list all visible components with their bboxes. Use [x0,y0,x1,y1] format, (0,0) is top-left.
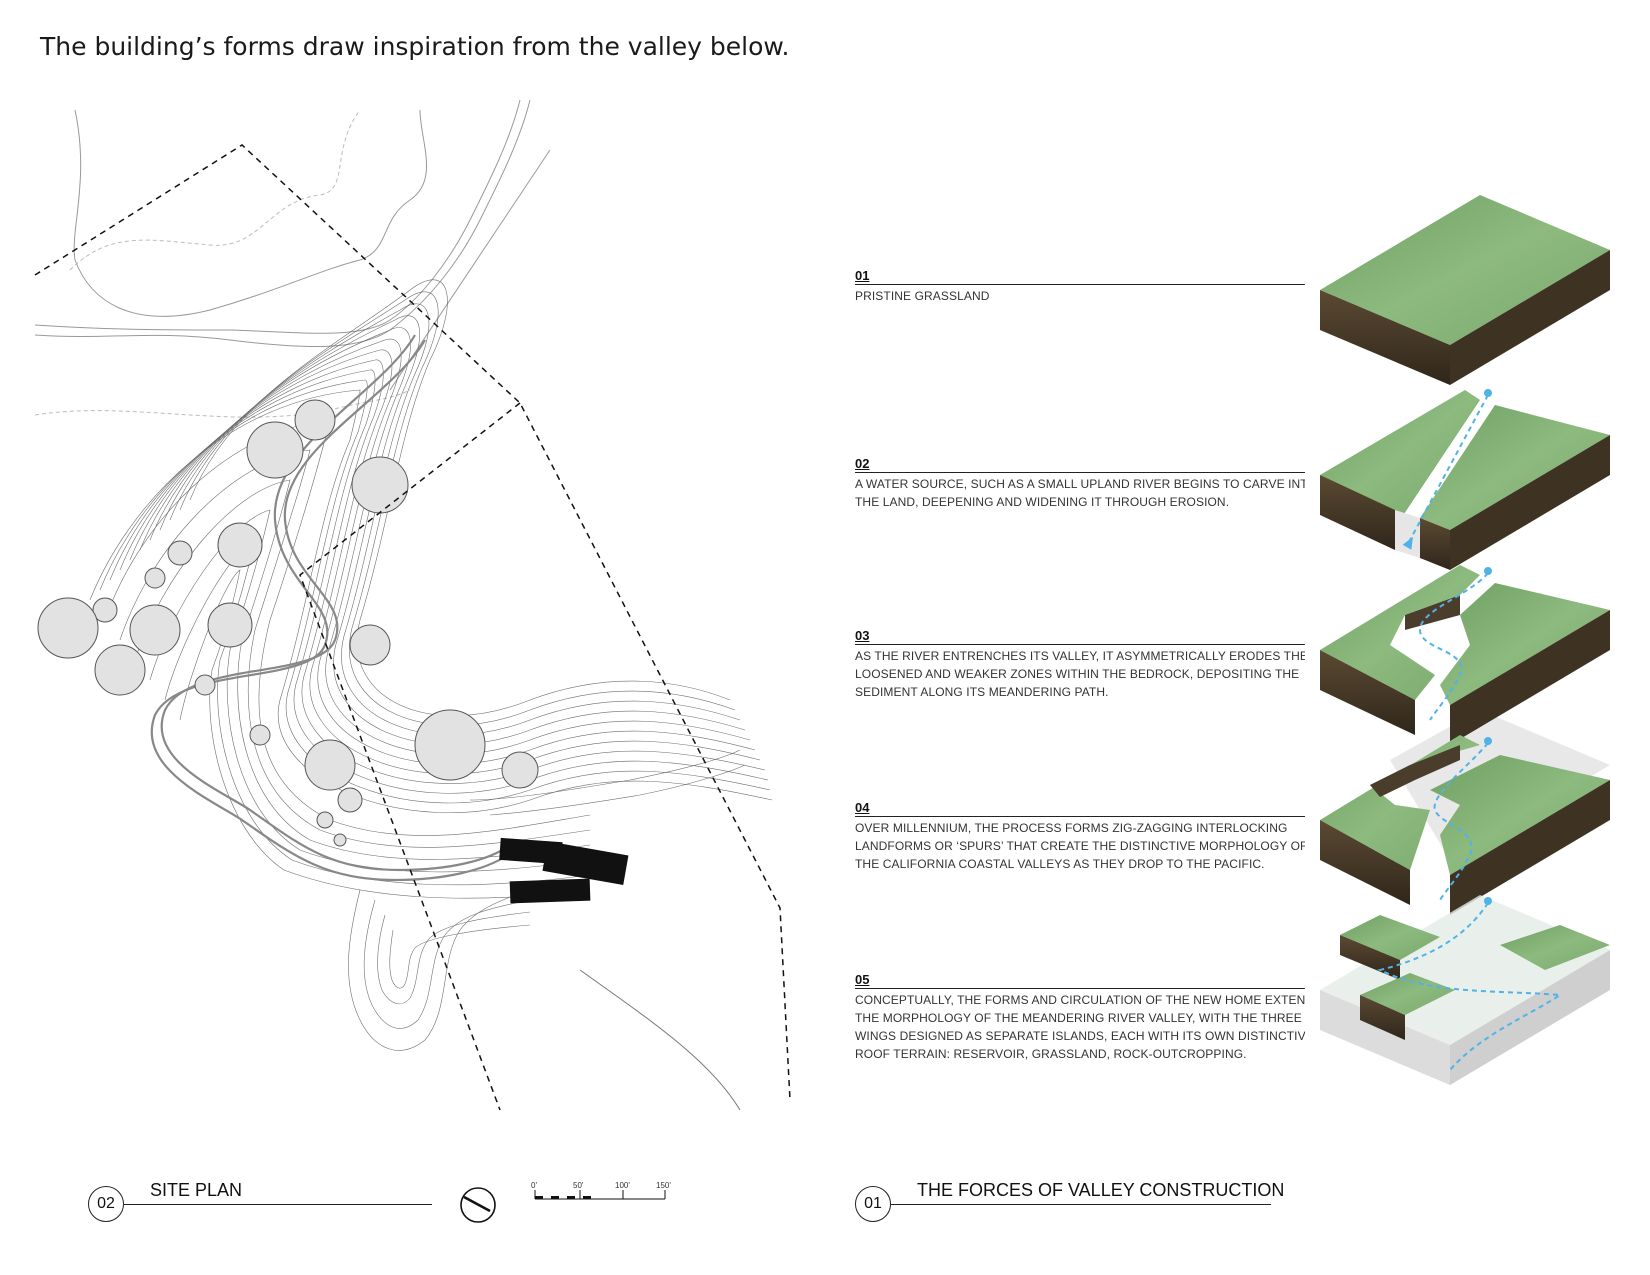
water-source-icon [1484,737,1492,745]
north-arrow-icon [460,1187,496,1223]
step-line: LOOSENED AND WEAKER ZONES WITHIN THE BED… [855,667,1300,681]
step-number: 05 [855,972,1305,989]
scale-bar: 0' 50' 100' 150' [531,1181,671,1200]
step-description: AS THE RIVER ENTRENCHES ITS VALLEY, IT A… [855,647,1305,701]
step-description: PRISTINE GRASSLAND [855,287,1305,305]
site-plan-drawing [34,100,791,1111]
water-flow-path [1377,902,1563,1071]
site-plan-title: SITE PLAN [150,1180,243,1200]
building-wing [542,841,629,886]
property-line [34,144,791,1111]
site-road-edge [389,149,551,391]
water-source-icon [1484,897,1492,905]
step-line: THE LAND, DEEPENING AND WIDENING IT THRO… [855,495,1230,509]
contour-lines [89,279,773,1051]
step-05: 05 CONCEPTUALLY, THE FORMS AND CIRCULATI… [855,972,1305,1063]
step-line: WINGS DESIGNED AS SEPARATE ISLANDS, EACH… [855,1029,1305,1043]
page-headline: The building’s forms draw inspiration fr… [40,32,790,61]
site-contour [73,109,427,317]
water-flow-path [1433,742,1489,901]
step-03: 03 AS THE RIVER ENTRENCHES ITS VALLEY, I… [855,628,1305,701]
step-description: OVER MILLENNIUM, THE PROCESS FORMS ZIG-Z… [855,819,1305,873]
site-dashed-contour [69,109,361,271]
water-source-icon [1484,389,1492,397]
step-number: 04 [855,800,1305,817]
scale-label: 100' [615,1181,630,1190]
step-line: PRISTINE GRASSLAND [855,289,990,303]
site-plan-number: 02 [88,1186,124,1222]
scale-label: 0' [531,1181,537,1190]
step-number: 02 [855,456,1305,473]
step-line: SEDIMENT ALONG ITS MEANDERING PATH. [855,685,1109,699]
step-line: OVER MILLENNIUM, THE PROCESS FORMS ZIG-Z… [855,821,1288,835]
block-03-meandering-erosion [1320,565,1610,745]
tree-canopies [37,399,539,847]
house-wing-island [1500,925,1610,970]
step-line: LANDFORMS OR ‘SPURS’ THAT CREATE THE DIS… [855,839,1305,853]
step-line: CONCEPTUALLY, THE FORMS AND CIRCULATION … [855,993,1305,1007]
site-road-edge [34,100,521,334]
water-source-icon [1484,567,1492,575]
diagram-number: 01 [855,1186,891,1222]
house-wing-island [1360,973,1455,1015]
step-02: 02 A WATER SOURCE, SUCH AS A SMALL UPLAN… [855,456,1305,511]
step-description: A WATER SOURCE, SUCH AS A SMALL UPLAND R… [855,475,1305,511]
step-number: 03 [855,628,1305,645]
scale-label: 150' [656,1181,671,1190]
building-wing [509,878,591,904]
block-05-house-islands [1320,895,1610,1085]
driveway [150,334,511,882]
site-road-edge [34,100,531,348]
step-line: ROOF TERRAIN: RESERVOIR, GRASSLAND, ROCK… [855,1047,1247,1061]
scale-label: 50' [573,1181,584,1190]
step-01: 01 PRISTINE GRASSLAND [855,268,1305,305]
valley-formation-diagrams [1320,195,1610,1085]
step-04: 04 OVER MILLENNIUM, THE PROCESS FORMS ZI… [855,800,1305,873]
diagram-underline [891,1204,1271,1205]
water-flow-path [1409,394,1489,541]
water-flow-path [1418,572,1489,721]
arrow-down-icon [1402,536,1413,550]
block-01-grassland [1320,195,1610,385]
step-line: AS THE RIVER ENTRENCHES ITS VALLEY, IT A… [855,649,1305,663]
building-footprints [499,837,629,904]
site-plan-underline [124,1204,432,1205]
house-wing-island [1340,915,1440,960]
site-dashed-contour [34,389,411,418]
step-line: THE CALIFORNIA COASTAL VALLEYS AS THEY D… [855,857,1265,871]
step-number: 01 [855,268,1305,285]
step-line: A WATER SOURCE, SUCH AS A SMALL UPLAND R… [855,477,1305,491]
step-description: CONCEPTUALLY, THE FORMS AND CIRCULATION … [855,991,1305,1063]
step-line: THE MORPHOLOGY OF THE MEANDERING RIVER V… [855,1011,1302,1025]
diagram-title: THE FORCES OF VALLEY CONSTRUCTION [917,1180,1285,1200]
block-04-interlocking-spurs [1320,735,1610,915]
site-road-edge [579,969,741,1111]
